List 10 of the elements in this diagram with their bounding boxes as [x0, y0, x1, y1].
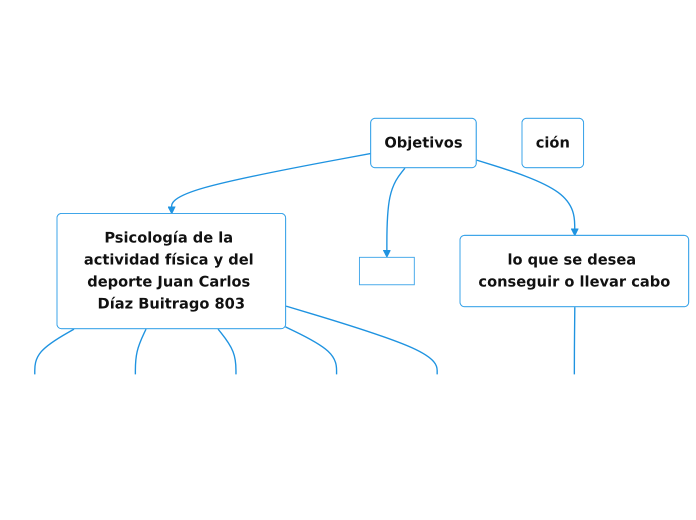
connector [134, 328, 147, 374]
connector [286, 305, 438, 374]
connector [218, 328, 237, 374]
node-box [358, 256, 415, 286]
arrow [382, 168, 406, 258]
arrow [168, 152, 372, 214]
arrow [476, 159, 579, 236]
connector [34, 328, 74, 374]
connector [574, 307, 576, 374]
connector [285, 326, 338, 374]
